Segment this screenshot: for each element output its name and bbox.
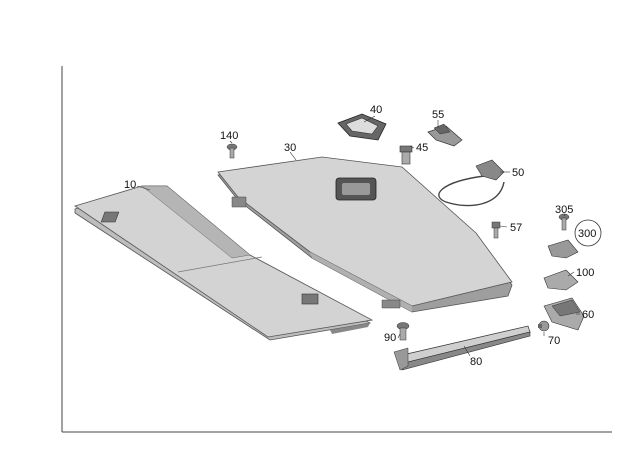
part-10-floor-panel [74,185,374,341]
callout-305: 305 [555,204,573,216]
part-80-rail [393,325,531,371]
part-40-handle [337,113,387,141]
callout-57: 57 [510,222,522,234]
part-60-mount [543,297,585,331]
callout-40: 40 [370,104,382,116]
part-45-clip [399,145,413,165]
callout-140: 140 [220,130,238,142]
callout-70: 70 [548,335,560,347]
part-140-screw [226,143,238,159]
leader-lines [136,115,580,357]
part-30-load-floor [217,156,513,313]
part-57-screw [491,221,501,239]
part-300-callout-circle [574,219,602,247]
callout-45: 45 [416,142,428,154]
callout-100: 100 [576,267,594,279]
callout-30: 30 [284,142,296,154]
part-55-latch [427,123,463,147]
callout-80: 80 [470,356,482,368]
part-305-screw [558,213,570,231]
callout-50: 50 [512,167,524,179]
part-90-screw [396,322,410,341]
callout-55: 55 [432,109,444,121]
part-50-cable [438,159,505,207]
part-70-screw [538,320,550,332]
callout-90: 90 [384,332,396,344]
callout-60: 60 [582,309,594,321]
part-300-cover [547,239,579,259]
callout-10: 10 [124,179,136,191]
callout-300: 300 [578,228,596,240]
